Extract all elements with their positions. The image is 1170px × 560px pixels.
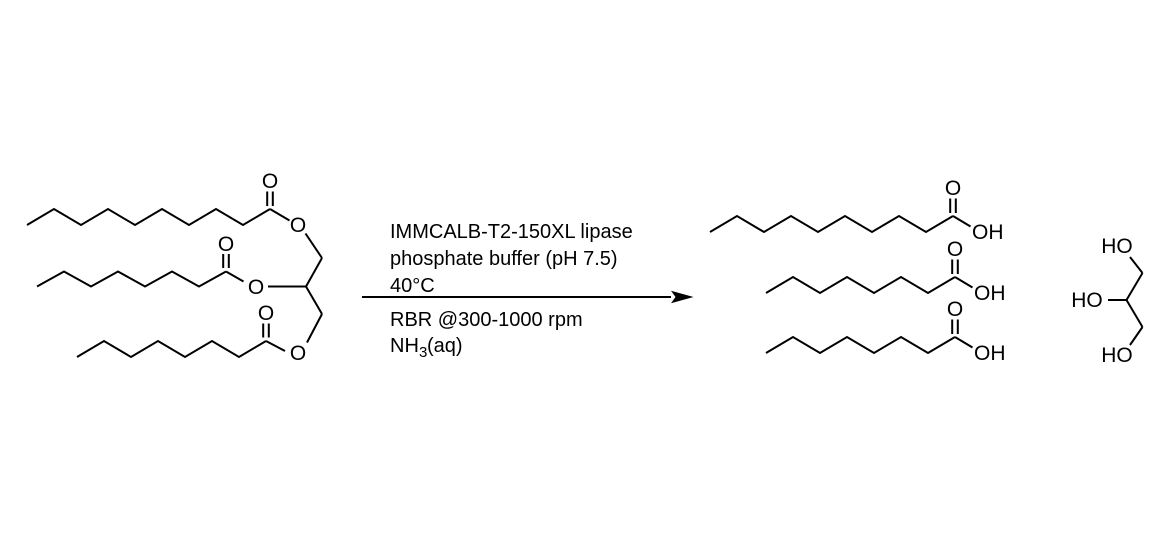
carbonyl-oxygen-label-middle: O bbox=[218, 233, 234, 256]
ester-bond-bottom bbox=[265, 340, 286, 352]
glycerol-hydroxyl-label-bottom: HO bbox=[1101, 344, 1133, 367]
decanoyl-chain-bonds bbox=[26, 207, 271, 227]
ester-bond-top bbox=[269, 208, 291, 222]
ester-oxygen-label-top: O bbox=[290, 214, 306, 237]
decanoic-carbonyl-oxygen-label: O bbox=[945, 177, 961, 200]
octanoyl-chain-bottom-bonds bbox=[76, 339, 267, 359]
reactant-triglyceride: O O O O O O bbox=[26, 170, 323, 365]
carbonyl-oxygen-label-top: O bbox=[262, 170, 278, 193]
ammonia-prefix: NH bbox=[390, 335, 419, 357]
octanoic1-carbonyl-oxygen-label: O bbox=[947, 238, 963, 261]
reaction-arrow bbox=[362, 290, 694, 304]
ammonia-subscript: 3 bbox=[419, 344, 427, 361]
ammonia-suffix: (aq) bbox=[427, 335, 463, 357]
carbonyl-double-bond-middle bbox=[222, 254, 230, 268]
condition-temperature: 40°C bbox=[390, 275, 435, 297]
ester-oxygen-label-middle: O bbox=[248, 276, 264, 299]
glycerol-backbone-bond-ch-ch2b bbox=[305, 285, 323, 315]
ester-oxygen-label-bottom: O bbox=[290, 342, 306, 365]
octanoic1-chain-bonds bbox=[765, 275, 956, 295]
product-octanoic-acid-1: O OH bbox=[765, 238, 1006, 305]
decanoic-chain-bonds bbox=[709, 214, 954, 234]
glycerol-bond-ch-ch2-bottom bbox=[1125, 299, 1144, 328]
condition-rpm: RBR @300-1000 rpm bbox=[390, 309, 583, 331]
glycerol-bond-ch2-ho-bottom bbox=[1129, 326, 1144, 346]
product-octanoic-acid-2: O OH bbox=[765, 298, 1006, 365]
octanoic1-hydroxyl-label: OH bbox=[974, 282, 1006, 305]
decanoic-hydroxyl-label: OH bbox=[972, 221, 1004, 244]
glycerol-bond-ho-ch2-top bbox=[1129, 256, 1144, 274]
octanoic2-carbonyl-double-bond bbox=[951, 319, 959, 334]
decanoic-carbonyl-double-bond bbox=[949, 198, 957, 213]
condition-lipase: IMMCALB-T2-150XL lipase bbox=[390, 221, 633, 243]
product-glycerol: HO HO HO bbox=[1071, 235, 1144, 367]
glycerol-hydroxyl-label-middle: HO bbox=[1071, 289, 1103, 312]
octanoic1-c-oh-bond bbox=[954, 276, 974, 289]
octanoic2-c-oh-bond bbox=[954, 336, 974, 349]
glycerol-backbone-bond-ch2-ch bbox=[305, 257, 323, 287]
octanoyl-chain-middle-bonds bbox=[36, 270, 227, 288]
octanoic1-carbonyl-double-bond bbox=[951, 259, 959, 274]
glycerol-backbone-bond-o1-ch2 bbox=[304, 232, 323, 259]
reaction-conditions: IMMCALB-T2-150XL lipase phosphate buffer… bbox=[390, 221, 633, 361]
carbonyl-double-bond-top bbox=[266, 191, 274, 206]
octanoic2-chain-bonds bbox=[765, 335, 956, 355]
decanoic-c-oh-bond bbox=[952, 215, 972, 228]
glycerol-bond-ch2-ch-top bbox=[1125, 272, 1144, 301]
condition-ammonia: NH 3 (aq) bbox=[390, 335, 463, 361]
glycerol-hydroxyl-label-top: HO bbox=[1101, 235, 1133, 258]
carbonyl-double-bond-bottom bbox=[262, 323, 270, 338]
product-decanoic-acid: O OH bbox=[709, 177, 1004, 244]
carbonyl-oxygen-label-bottom: O bbox=[258, 302, 274, 325]
glycerol-backbone-bond-ch2b-o3 bbox=[306, 313, 323, 343]
ester-bond-middle bbox=[225, 270, 244, 283]
octanoic2-hydroxyl-label: OH bbox=[974, 342, 1006, 365]
arrow-head bbox=[671, 290, 694, 304]
octanoic2-carbonyl-oxygen-label: O bbox=[947, 298, 963, 321]
condition-buffer: phosphate buffer (pH 7.5) bbox=[390, 248, 618, 270]
